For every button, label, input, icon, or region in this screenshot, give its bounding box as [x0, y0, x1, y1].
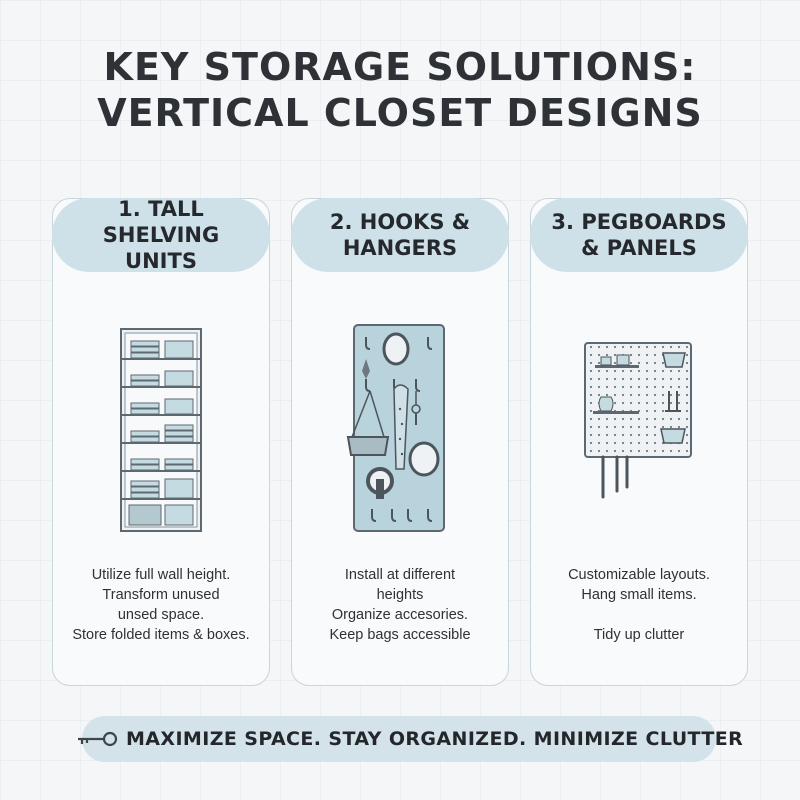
card-pegboards-panels: 3. PEGBOARDS & PANELS	[530, 198, 748, 686]
card-title-line: 2. HOOKS &	[329, 210, 471, 234]
page-title-line-1: KEY STORAGE SOLUTIONS:	[103, 45, 697, 89]
page-title-line-2: VERTICAL CLOSET DESIGNS	[97, 91, 703, 135]
card-title-line: 3. PEGBOARDS	[551, 210, 727, 234]
page-title: KEY STORAGE SOLUTIONS: VERTICAL CLOSET D…	[0, 44, 800, 136]
pegboard-icon	[584, 342, 692, 499]
card-title-line: 1. TALL	[118, 197, 204, 221]
hooks-hangers-icon	[346, 324, 445, 532]
footer-tagline: MAXIMIZE SPACE. STAY ORGANIZED. MINIMIZE…	[126, 728, 744, 750]
key-icon	[78, 731, 118, 747]
card-title-line: HANGERS	[342, 236, 458, 260]
card-description-line: Hang small items.	[581, 587, 697, 603]
card-title-line: UNITS	[125, 249, 197, 273]
card-description-line: Keep bags accessible	[329, 627, 471, 643]
card-title: 3. PEGBOARDS & PANELS	[551, 209, 726, 261]
card-title-line: SHELVING	[102, 223, 220, 247]
card-description: Install at different heights Organize ac…	[292, 565, 508, 645]
card-title-line: & PANELS	[581, 236, 697, 260]
card-title: 2. HOOKS & HANGERS	[330, 209, 470, 261]
card-description-line: Install at different	[344, 567, 456, 583]
card-description-line: heights	[376, 587, 424, 603]
card-description-line: Utilize full wall height.	[91, 567, 231, 583]
card-title: 1. TALL SHELVING UNITS	[103, 196, 219, 274]
card-description-line: Transform unused	[102, 587, 220, 603]
card-description: Utilize full wall height. Transform unus…	[53, 565, 269, 645]
card-header: 3. PEGBOARDS & PANELS	[530, 198, 748, 272]
card-header: 2. HOOKS & HANGERS	[291, 198, 509, 272]
footer-banner: MAXIMIZE SPACE. STAY ORGANIZED. MINIMIZE…	[78, 716, 743, 762]
card-description-line: Organize accesories.	[331, 607, 469, 623]
card-header: 1. TALL SHELVING UNITS	[52, 196, 270, 274]
card-description-line: Customizable layouts.	[568, 567, 710, 583]
card-description-line: unsed space.	[117, 607, 205, 623]
card-description: Customizable layouts. Hang small items. …	[531, 565, 747, 645]
card-hooks-hangers: 2. HOOKS & HANGERS	[291, 198, 509, 686]
card-tall-shelving-units: 1. TALL SHELVING UNITS	[52, 196, 270, 686]
card-description-line: Store folded items & boxes.	[72, 627, 250, 643]
card-description-line	[531, 605, 747, 625]
shelving-unit-icon	[120, 328, 202, 532]
card-description-line: Tidy up clutter	[593, 627, 685, 643]
